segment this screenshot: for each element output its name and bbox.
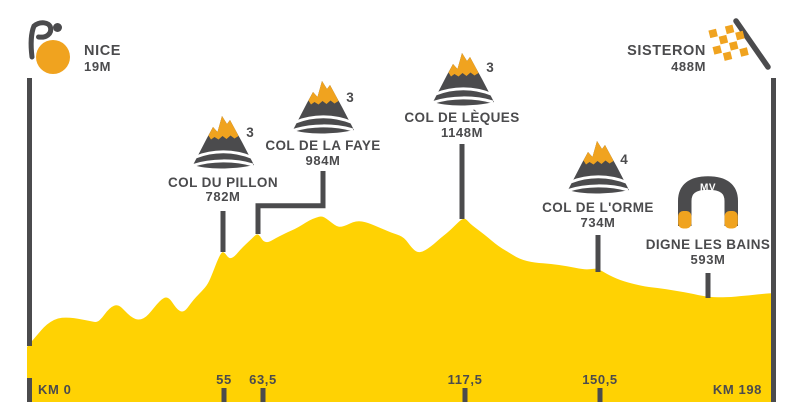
start-point: NICE 19M — [28, 20, 121, 74]
mountain-icon — [566, 139, 631, 195]
climb-name: COL DE LA FAYE — [265, 138, 380, 153]
checkpoint-altitude: 593M — [691, 252, 726, 267]
climb-name: COL DE LÈQUES — [404, 110, 519, 125]
climb-name: COL DE L'ORME — [542, 200, 654, 215]
climb-category: 3 — [486, 60, 494, 75]
km-tick-label: 150,5 — [582, 372, 618, 387]
finish-name: SISTERON — [627, 43, 706, 59]
elevation-profile-area — [27, 216, 772, 402]
km-axis: KM 0 KM 198 55 63,5 117,5 150,5 — [38, 372, 762, 402]
finish-altitude: 488M — [671, 59, 706, 74]
axis-ticks: 55 63,5 117,5 150,5 — [216, 372, 618, 402]
start-name: NICE — [84, 43, 121, 59]
climb-altitude: 984M — [306, 153, 341, 168]
marker-col-du-pillon — [220, 211, 226, 252]
climb-category: 4 — [620, 152, 628, 167]
mountain-icon — [291, 79, 356, 135]
mountain-icon — [191, 114, 256, 170]
climb-col-de-la-faye: 3 COL DE LA FAYE 984M — [265, 79, 380, 168]
start-km-tick — [27, 378, 32, 402]
km-tick — [260, 388, 266, 402]
finish-axis-line — [771, 78, 776, 402]
marker-col-de-la-faye — [255, 171, 326, 234]
checkpoint-digne-les-bains: MV DIGNE LES BAINS 593M — [646, 176, 771, 267]
finish-point: SISTERON 488M — [627, 18, 771, 74]
climb-col-de-l-orme: 4 COL DE L'ORME 734M — [542, 139, 654, 230]
marker-digne-les-bains — [705, 273, 711, 298]
checkered-flag-icon — [708, 18, 771, 70]
arch-label: MV — [700, 183, 716, 194]
checkpoint-name: DIGNE LES BAINS — [646, 237, 771, 252]
climb-category: 3 — [346, 90, 354, 105]
mountain-icon — [431, 51, 496, 107]
climb-category: 3 — [246, 125, 254, 140]
cyclist-icon — [28, 20, 70, 74]
km-end-label: KM 198 — [713, 382, 762, 397]
km-tick — [221, 388, 227, 402]
climb-altitude: 734M — [581, 215, 616, 230]
marker-col-de-l-orme — [595, 235, 601, 272]
climb-altitude: 1148M — [441, 125, 483, 140]
km-start-label: KM 0 — [38, 382, 71, 397]
km-tick-label: 55 — [216, 372, 232, 387]
climb-col-de-leques: 3 COL DE LÈQUES 1148M — [404, 51, 519, 140]
climb-name: COL DU PILLON — [168, 175, 278, 190]
km-tick — [462, 388, 468, 402]
marker-col-de-leques — [459, 144, 465, 219]
sprint-arch-icon: MV — [678, 176, 738, 229]
climb-col-du-pillon: 3 COL DU PILLON 782M — [168, 114, 278, 204]
km-tick-label: 63,5 — [249, 372, 277, 387]
start-altitude: 19M — [84, 59, 111, 74]
start-axis-line — [27, 78, 32, 346]
km-tick-label: 117,5 — [448, 372, 483, 387]
climb-altitude: 782M — [206, 189, 241, 204]
km-tick — [597, 388, 603, 402]
